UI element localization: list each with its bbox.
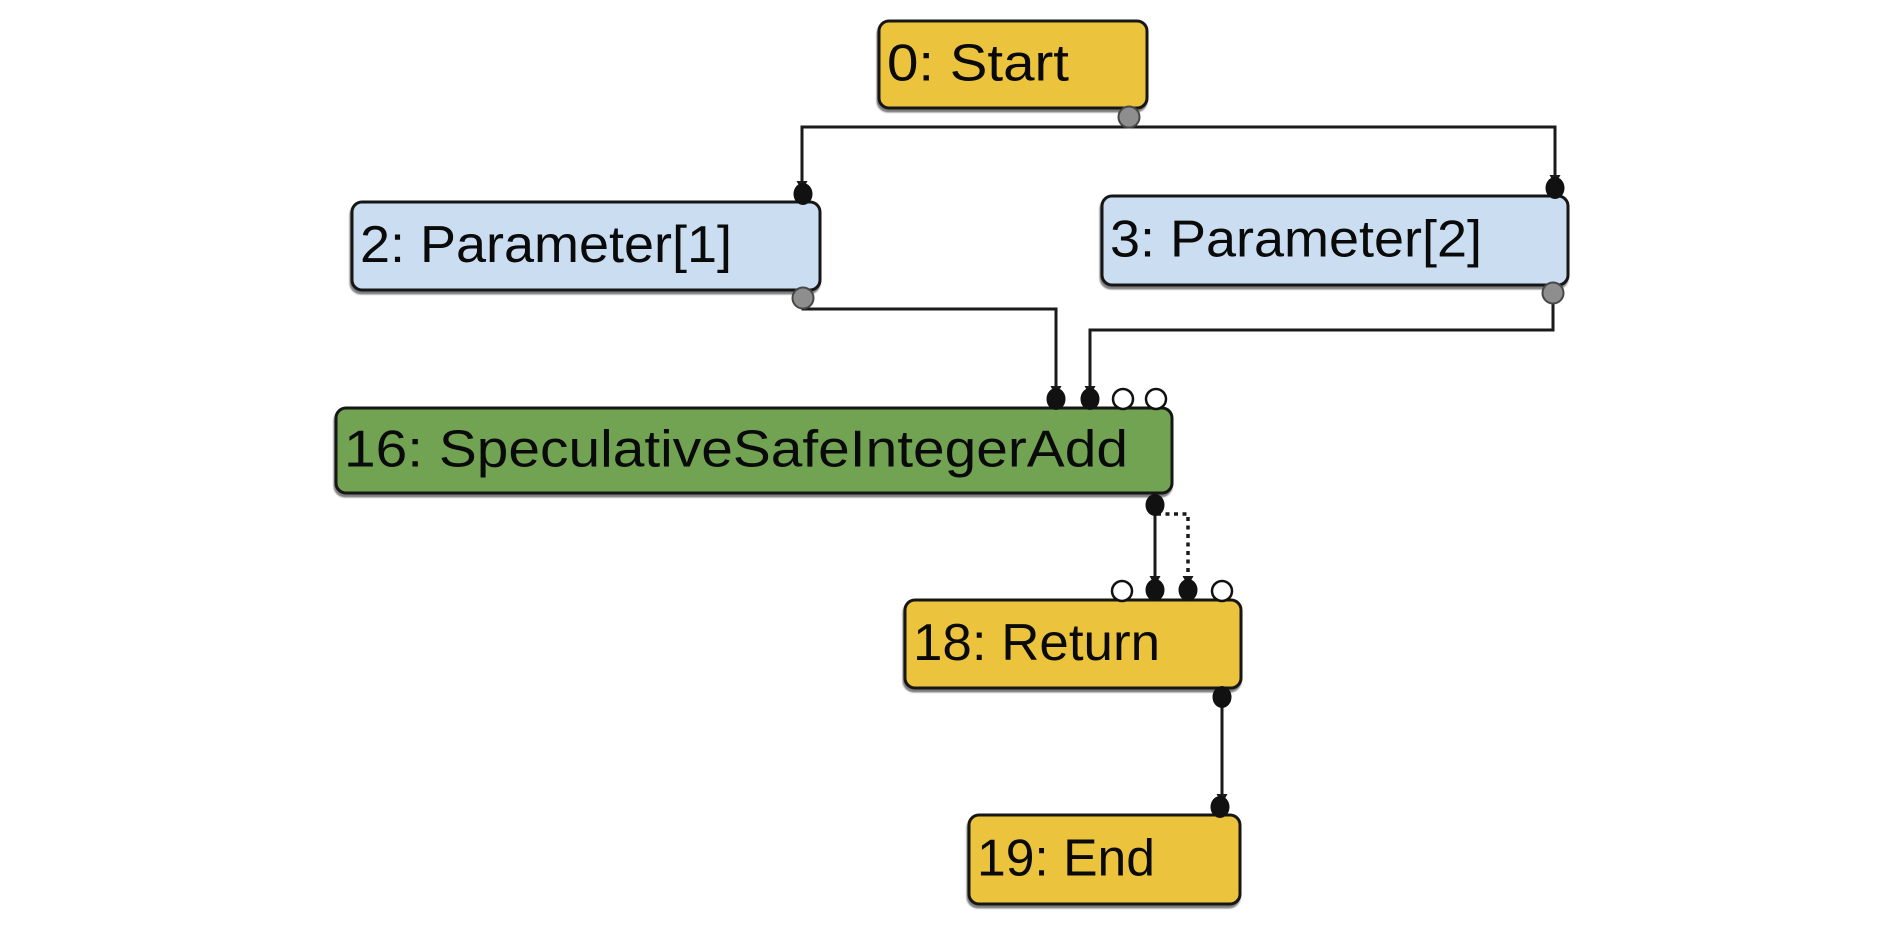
edge-3-to-16 — [1084, 295, 1555, 396]
nodes-layer: 0: Start 2: Parameter[1] 3: Parameter[2] 16… — [334, 19, 1570, 906]
graph-node-3-parameter-2[interactable]: 3: Parameter[2] — [1100, 177, 1570, 305]
node-label: 18: Return — [913, 614, 1160, 672]
input-port-black — [1210, 796, 1230, 818]
input-port-black — [1080, 388, 1100, 410]
edge-16-to-18 — [1149, 507, 1161, 586]
node-box[interactable] — [903, 598, 1243, 690]
edge-0-to-2 — [796, 110, 1131, 191]
edge-0-to-3 — [1127, 110, 1561, 185]
graph-node-2-parameter-1[interactable]: 2: Parameter[1] — [350, 183, 822, 310]
output-port-gray — [1117, 105, 1141, 129]
effect-edge-16-to-18 — [1157, 512, 1194, 586]
edge-line — [801, 300, 1058, 387]
node-box[interactable] — [877, 19, 1149, 110]
node-box[interactable] — [334, 406, 1174, 495]
input-port-black — [1545, 177, 1565, 199]
output-port-black — [1145, 494, 1165, 516]
node-label: 19: End — [977, 830, 1155, 888]
graph-node-16-speculativesafeintegeradd[interactable]: 16: SpeculativeSafeIntegerAdd — [334, 387, 1174, 516]
input-port-black — [793, 183, 813, 205]
node-label: 2: Parameter[1] — [360, 216, 732, 274]
node-box[interactable] — [350, 200, 822, 292]
edge-line — [1088, 295, 1555, 387]
node-label: 0: Start — [887, 35, 1070, 93]
input-port-white — [1110, 579, 1134, 603]
input-port-white — [1210, 579, 1234, 603]
graph-node-18-return[interactable]: 18: Return — [903, 579, 1243, 708]
node-box[interactable] — [1100, 194, 1570, 287]
edge-2-to-16 — [801, 300, 1062, 396]
input-port-white — [1111, 387, 1135, 411]
input-port-black — [1046, 388, 1066, 410]
input-port-black — [1145, 579, 1165, 601]
edge-line — [800, 110, 1131, 182]
edge-18-to-19 — [1216, 699, 1228, 804]
edge-line — [1157, 512, 1190, 577]
graph-node-19-end[interactable]: 19: End — [967, 796, 1242, 906]
graph-node-0-start[interactable]: 0: Start — [877, 19, 1149, 129]
input-port-black — [1178, 579, 1198, 601]
node-label: 16: SpeculativeSafeIntegerAdd — [344, 421, 1128, 479]
output-port-gray — [791, 286, 815, 310]
node-box[interactable] — [967, 813, 1242, 906]
edge-line — [1127, 110, 1557, 176]
output-port-gray — [1541, 281, 1565, 305]
input-port-white — [1144, 387, 1168, 411]
output-port-black — [1212, 686, 1232, 708]
node-label: 3: Parameter[2] — [1110, 211, 1482, 269]
